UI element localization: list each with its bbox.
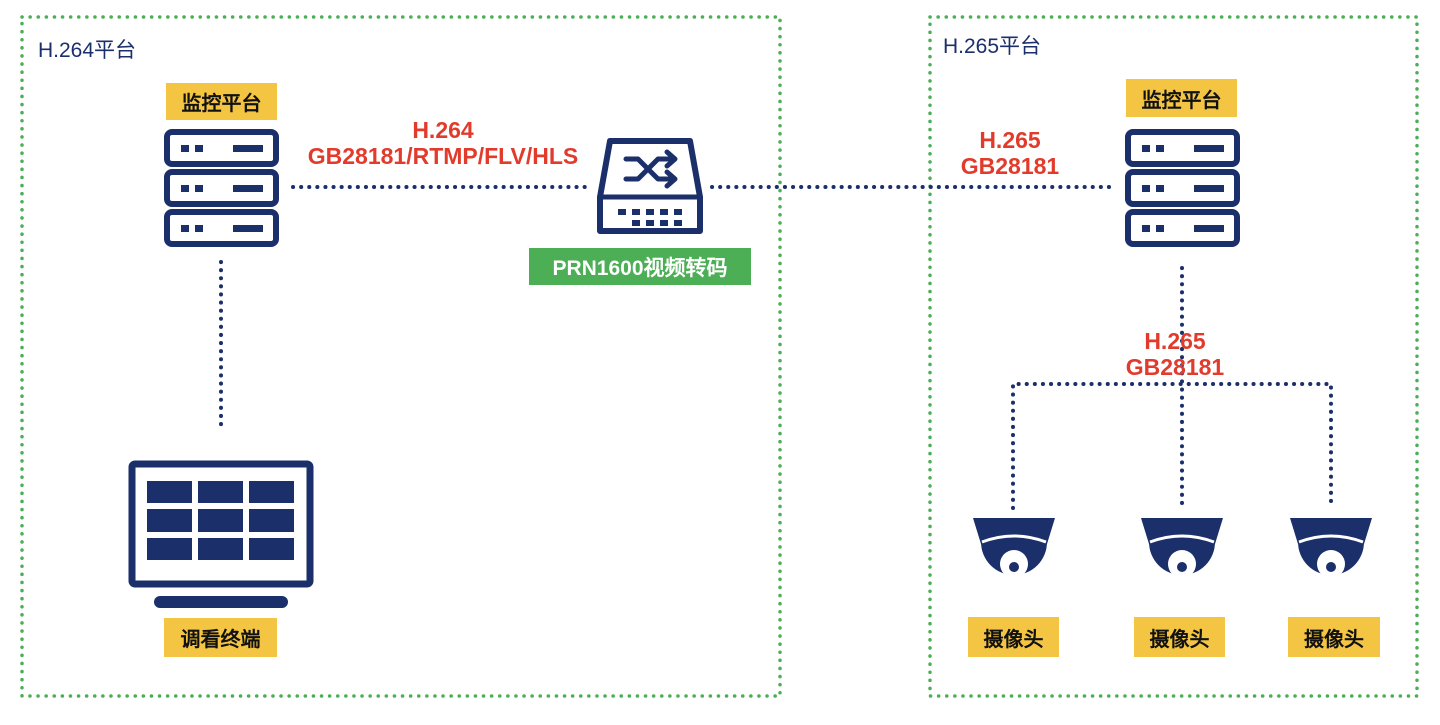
right-platform-label: 监控平台 [1126, 79, 1237, 117]
camera-label-2: 摄像头 [1134, 617, 1225, 657]
h265-zone-title: H.265平台 [943, 35, 1042, 58]
h265-zone-border [928, 15, 1419, 698]
transcoder-label: PRN1600视频转码 [529, 248, 751, 285]
camera-protocol-stream: GB28181 [1125, 354, 1225, 380]
camera-label-1: 摄像头 [968, 617, 1059, 657]
camera-protocol-codec: H.265 [1144, 328, 1206, 354]
left-protocol-codec: H.264 [412, 117, 474, 143]
dome-camera-icon [1141, 518, 1223, 578]
camera-label-3: 摄像头 [1288, 617, 1380, 657]
dome-camera-icon [1290, 518, 1372, 578]
right-uplink-protocol-label: H.265 GB28181 [940, 127, 1080, 179]
h264-zone-title: H.264平台 [38, 39, 137, 62]
server-stack-icon [164, 129, 279, 247]
terminal-label: 调看终端 [164, 618, 277, 657]
transcoder-switch-icon [597, 138, 703, 234]
dome-camera-icon [973, 518, 1055, 578]
h264-zone-border [20, 15, 782, 698]
camera-protocol-label: H.265 GB28181 [1105, 328, 1245, 380]
right-uplink-stream: GB28181 [960, 153, 1060, 179]
right-uplink-codec: H.265 [979, 127, 1041, 153]
monitor-grid-icon [128, 460, 314, 608]
left-protocol-streams: GB28181/RTMP/FLV/HLS [307, 143, 579, 169]
left-platform-label: 监控平台 [166, 83, 277, 120]
link-camera-bus [1011, 382, 1333, 510]
server-stack-icon [1125, 129, 1240, 247]
left-protocol-label: H.264 GB28181/RTMP/FLV/HLS [284, 117, 602, 169]
